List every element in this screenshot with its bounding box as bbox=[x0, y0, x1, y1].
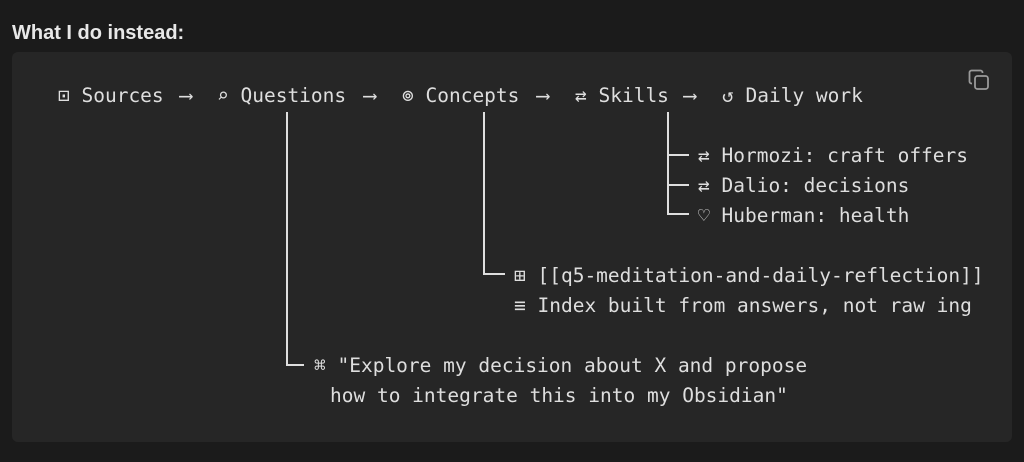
branch-tick bbox=[667, 213, 689, 215]
pipeline-arrow: ⟶ bbox=[537, 84, 549, 107]
pipeline-arrow: ⟶ bbox=[180, 84, 192, 107]
code-block[interactable] bbox=[12, 52, 1012, 442]
branch-tick bbox=[286, 364, 304, 366]
question-item-continuation: how to integrate this into my Obsidian" bbox=[330, 384, 788, 407]
branch-tick bbox=[483, 273, 505, 275]
pipeline-arrow: ⟶ bbox=[364, 84, 376, 107]
questions-branch-connector bbox=[286, 112, 288, 366]
skill-item: ⇄ Dalio: decisions bbox=[698, 174, 910, 197]
concepts-branch-connector bbox=[483, 112, 485, 275]
skills-branch-connector bbox=[667, 112, 669, 214]
pipeline-concepts: ⊚ Concepts bbox=[402, 84, 520, 107]
pipeline-daily-work: ↺ Daily work bbox=[722, 84, 863, 107]
skill-item: ⇄ Hormozi: craft offers bbox=[698, 144, 969, 167]
copy-button[interactable] bbox=[962, 64, 996, 94]
pipeline-questions: ⌕ Questions bbox=[217, 84, 347, 107]
copy-icon bbox=[968, 69, 989, 90]
section-heading: What I do instead: bbox=[12, 22, 185, 44]
branch-tick bbox=[667, 154, 689, 156]
concept-item: ≡ Index built from answers, not raw ing bbox=[514, 294, 972, 317]
branch-tick bbox=[667, 184, 689, 186]
pipeline-skills: ⇄ Skills bbox=[575, 84, 669, 107]
pipeline-sources: ⊡ Sources bbox=[58, 84, 164, 107]
skill-item: ♡ Huberman: health bbox=[698, 204, 910, 227]
concept-item: ⊞ [[q5-meditation-and-daily-reflection]] bbox=[514, 264, 984, 287]
pipeline-arrow: ⟶ bbox=[684, 84, 696, 107]
question-item: ⌘ "Explore my decision about X and propo… bbox=[314, 354, 808, 377]
